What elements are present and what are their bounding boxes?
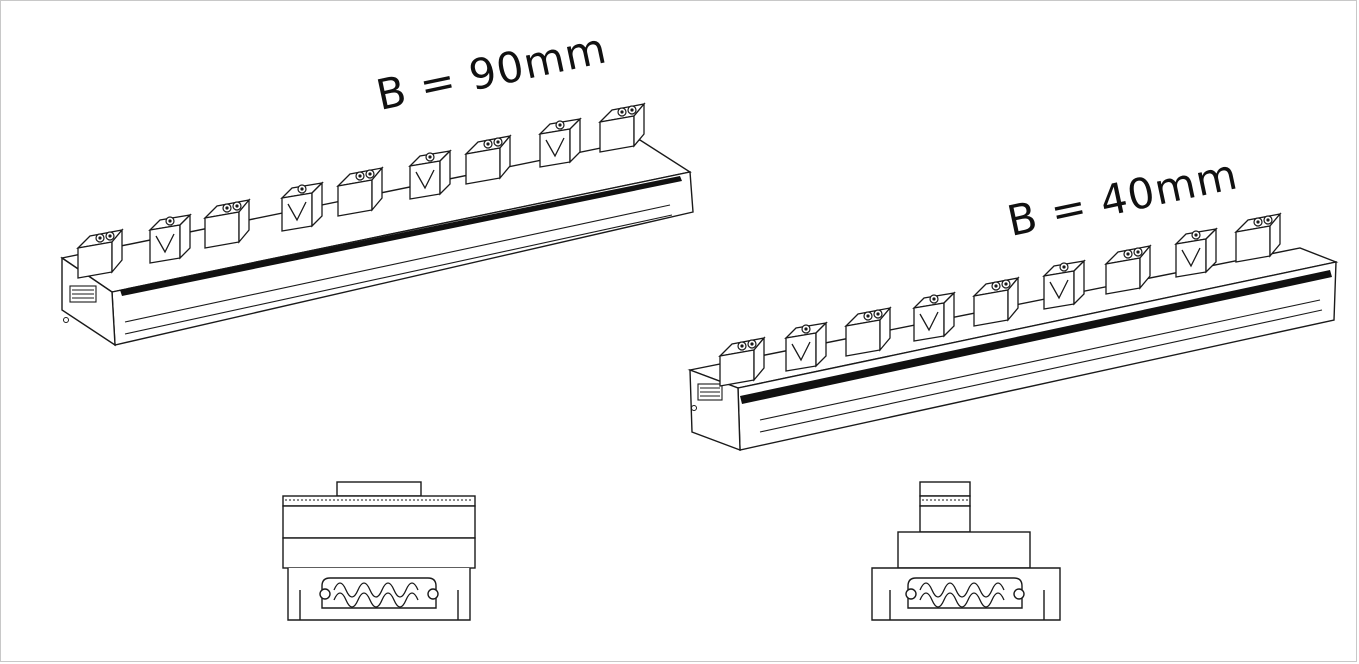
narrow-vise-iso xyxy=(687,213,1339,452)
wide-vise-iso xyxy=(60,103,694,347)
wide-vise-section xyxy=(282,481,476,621)
narrow-vise-section xyxy=(871,481,1061,621)
